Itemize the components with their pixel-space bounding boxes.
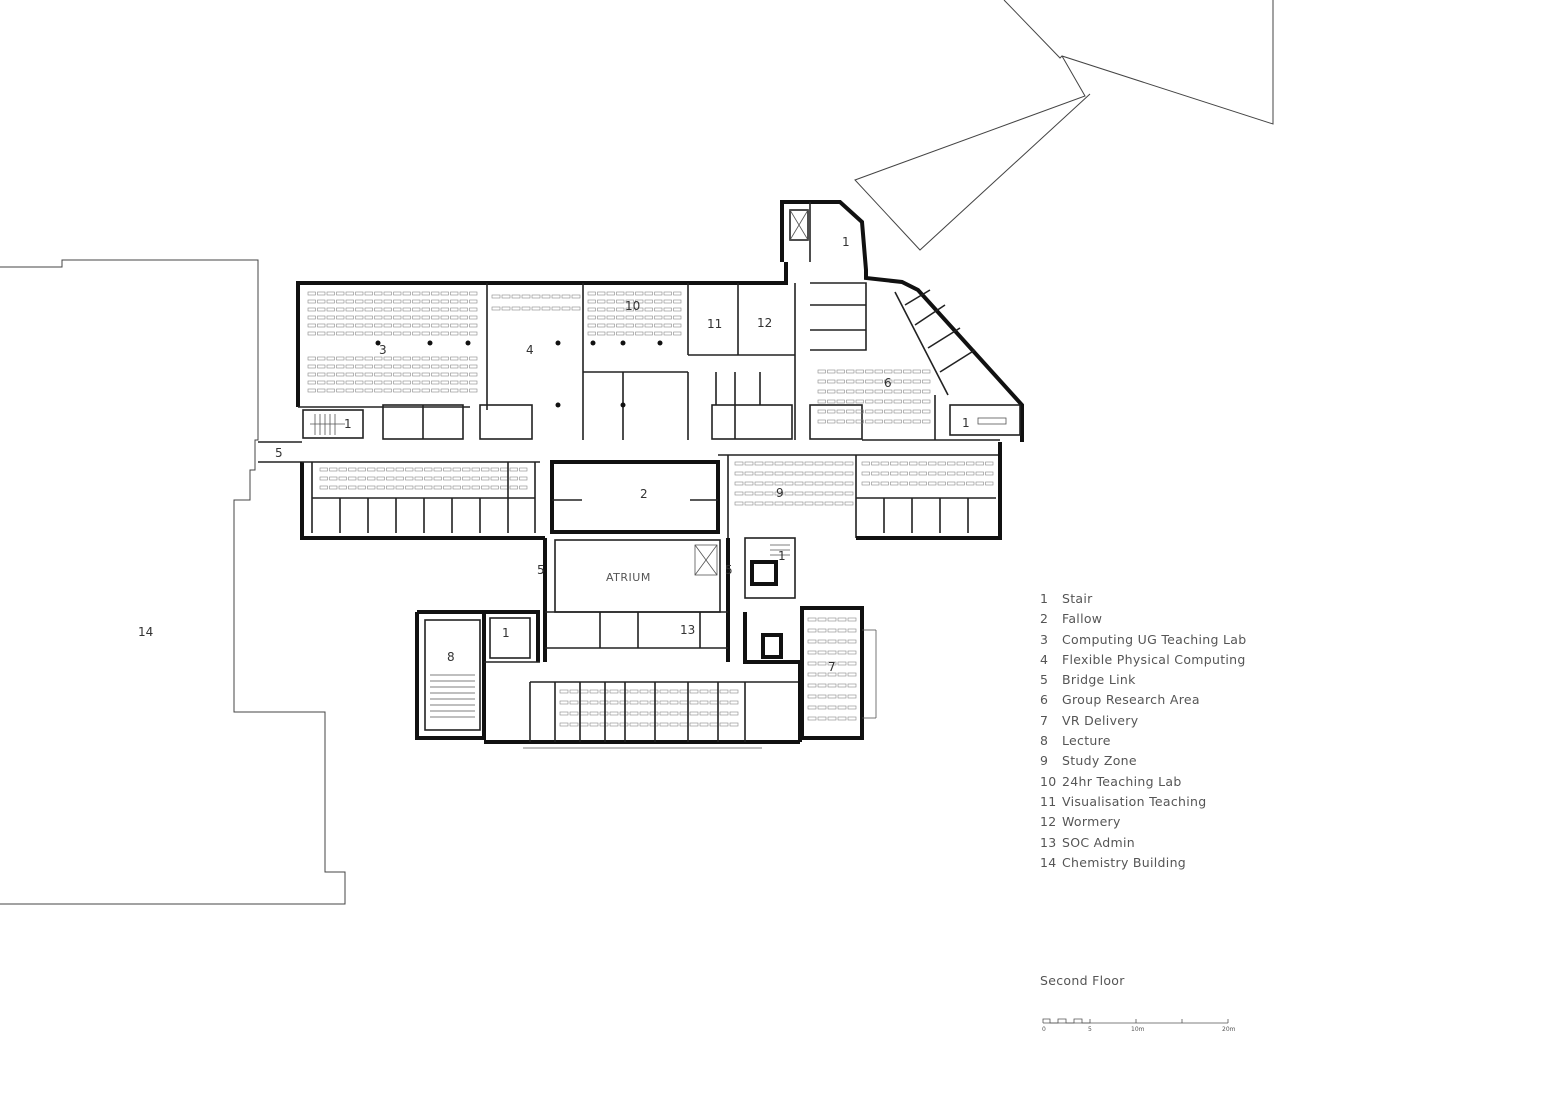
- legend-room-name: Stair: [1062, 591, 1093, 606]
- lab-desk-pattern: [307, 291, 994, 727]
- room-number-1-tower: 1: [842, 235, 850, 249]
- floor-title: Second Floor: [1040, 973, 1125, 988]
- legend-room-name: SOC Admin: [1062, 834, 1136, 850]
- room-number-5-atrium-east: 5: [725, 563, 733, 577]
- legend-number: 7: [1040, 712, 1049, 728]
- neighbour-building-outline: [1003, 0, 1274, 125]
- legend-item: 9 Study Zone: [1040, 751, 1246, 771]
- room-number-9: 9: [776, 486, 784, 500]
- room-legend: 1 Stair 2 Fallow 3 Computing UG Teaching Lab 4…: [1040, 589, 1246, 873]
- neighbour-building-wing: [854, 55, 1091, 251]
- chemistry-building-outline: [0, 259, 346, 905]
- room-number-12: 12: [757, 316, 772, 330]
- room-number-1-core: 1: [778, 549, 786, 563]
- legend-room-name: 24hr Teaching Lab: [1062, 773, 1182, 789]
- legend-item: 1 Stair: [1040, 589, 1246, 609]
- central-block-walls: [300, 442, 1002, 540]
- room-number-10: 10: [625, 299, 640, 313]
- room-number-14: 14: [138, 625, 153, 639]
- stair-east-core: [744, 537, 796, 599]
- legend-room-name: Fallow: [1062, 611, 1103, 627]
- legend-number: 5: [1040, 672, 1049, 688]
- scale-bar: 0 5 10m 20m: [1042, 1018, 1236, 1033]
- legend-number: 12: [1040, 814, 1057, 830]
- legend-number: 13: [1040, 834, 1057, 850]
- legend-number: 6: [1040, 692, 1049, 708]
- legend-room-name: Visualisation Teaching: [1062, 793, 1207, 809]
- room-number-1-east: 1: [962, 416, 970, 430]
- legend-room-name: Lecture: [1062, 733, 1111, 749]
- legend-room-name: Group Research Area: [1062, 692, 1200, 708]
- atrium-walls: [543, 538, 730, 662]
- legend-room-name: Computing UG Teaching Lab: [1062, 631, 1247, 647]
- legend-room-name: Flexible Physical Computing: [1062, 651, 1246, 667]
- structural-columns: [375, 340, 663, 408]
- room-number-3: 3: [379, 343, 387, 357]
- legend-item: 6 Group Research Area: [1040, 690, 1246, 710]
- room-number-8: 8: [447, 650, 455, 664]
- stair-west: [302, 409, 364, 439]
- legend-item: 4 Flexible Physical Computing: [1040, 650, 1246, 670]
- legend-room-name: Chemistry Building: [1062, 854, 1187, 870]
- legend-number: 11: [1040, 793, 1057, 809]
- legend-item: 11 Visualisation Teaching: [1040, 792, 1246, 812]
- room-number-11: 11: [707, 317, 722, 331]
- legend-item: 13 SOC Admin: [1040, 833, 1246, 853]
- legend-item: 14 Chemistry Building: [1040, 853, 1246, 873]
- scale-label-5: 5: [1088, 1026, 1092, 1033]
- legend-item: 8 Lecture: [1040, 731, 1246, 751]
- legend-room-name: Study Zone: [1062, 753, 1137, 769]
- legend-number: 10: [1040, 773, 1057, 789]
- legend-number: 1: [1040, 591, 1049, 606]
- bridge-link-west: [258, 441, 302, 463]
- legend-number: 9: [1040, 753, 1049, 769]
- north-wing-outer-wall: [296, 262, 788, 407]
- legend-item: 2 Fallow: [1040, 609, 1246, 629]
- room-number-13: 13: [680, 623, 695, 637]
- legend-item: 12 Wormery: [1040, 812, 1246, 832]
- room-number-1-south: 1: [502, 626, 510, 640]
- room-number-4: 4: [526, 343, 534, 357]
- east-wing-walls: [810, 282, 1021, 441]
- scale-label-0: 0: [1042, 1026, 1046, 1033]
- legend-number: 4: [1040, 651, 1049, 667]
- legend-room-name: VR Delivery: [1062, 712, 1139, 728]
- legend-number: 2: [1040, 611, 1049, 627]
- room-number-5-west: 5: [275, 446, 283, 460]
- scale-label-10m: 10m: [1131, 1026, 1145, 1033]
- north-stair-tower: [780, 200, 1024, 442]
- scale-label-20m: 20m: [1222, 1026, 1236, 1033]
- legend-number: 14: [1040, 854, 1057, 870]
- room-number-5-atrium-west: 5: [537, 563, 545, 577]
- legend-room-name: Wormery: [1062, 814, 1121, 830]
- room-number-2: 2: [640, 487, 648, 501]
- room-number-6: 6: [884, 376, 892, 390]
- north-wing-internal-walls: [298, 283, 863, 440]
- legend-number: 8: [1040, 733, 1049, 749]
- legend-item: 3 Computing UG Teaching Lab: [1040, 630, 1246, 650]
- legend-item: 5 Bridge Link: [1040, 670, 1246, 690]
- legend-item: 10 24hr Teaching Lab: [1040, 772, 1246, 792]
- atrium-label: ATRIUM: [606, 571, 651, 584]
- room-number-7: 7: [828, 660, 836, 674]
- legend-item: 7 VR Delivery: [1040, 711, 1246, 731]
- room-number-1-west: 1: [344, 417, 352, 431]
- lift-core: [789, 209, 809, 241]
- south-wing-walls: [415, 606, 877, 749]
- legend-number: 3: [1040, 631, 1049, 647]
- legend-room-name: Bridge Link: [1062, 672, 1136, 688]
